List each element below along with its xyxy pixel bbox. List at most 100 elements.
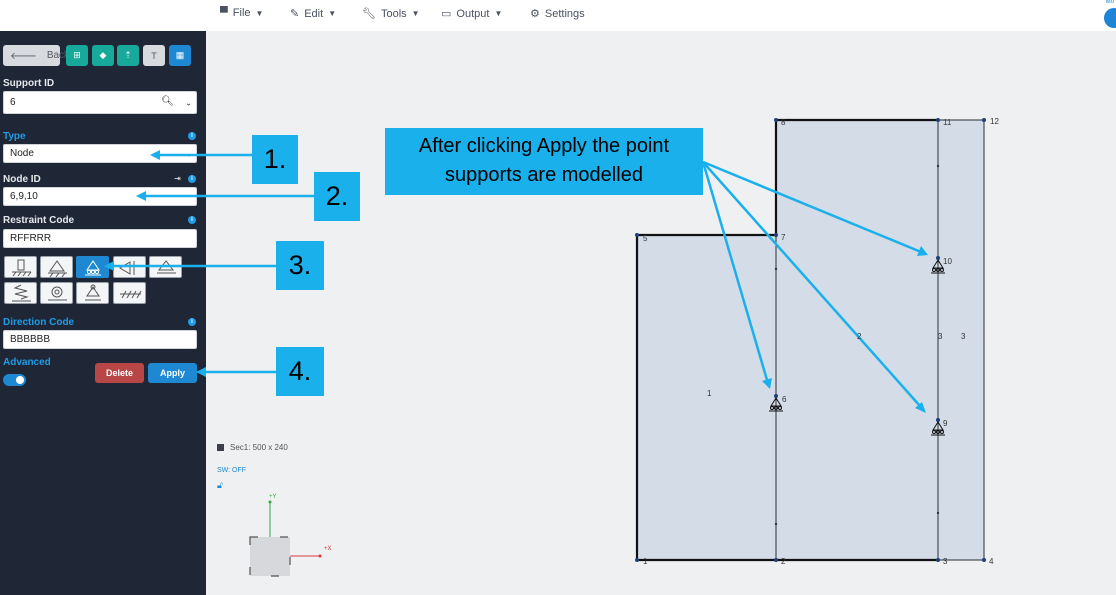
node-point[interactable] (635, 233, 639, 237)
roller-support-node-6[interactable] (769, 397, 783, 412)
menu-tools-label: Tools (380, 7, 407, 20)
info-icon[interactable]: i (188, 175, 196, 183)
node-point[interactable] (982, 558, 986, 562)
mesh-dot (774, 522, 778, 526)
plate-left[interactable] (637, 235, 776, 560)
restraint-code-input[interactable]: RFFRRR (3, 229, 197, 248)
node-label: 7 (781, 233, 786, 242)
arrow-left-icon: 🡐 (10, 50, 37, 62)
node-label: 2 (781, 557, 786, 566)
type-select[interactable]: Node ⌄ (3, 144, 197, 163)
section-label: Sec1: 500 x 240 (230, 443, 288, 452)
text-tool-button[interactable]: T (143, 45, 165, 66)
plate-label: 2 (857, 332, 862, 341)
grid-tool-button[interactable]: ⊞ (66, 45, 88, 66)
callout-3: 3. (276, 241, 324, 290)
roller-support-node-9[interactable] (931, 421, 945, 436)
y-axis-dot (268, 500, 272, 504)
menu-tools[interactable]: 🔧︎ Tools ▼ (362, 7, 420, 21)
spring-icon (12, 284, 31, 302)
menu-file[interactable]: ▀ File ▼ (220, 7, 263, 19)
corner-label: Mo (1105, 0, 1114, 5)
chevron-down-icon: ▼ (494, 9, 503, 18)
mesh-dot (774, 267, 778, 271)
monitor-icon: ▭ (441, 8, 452, 20)
search-icon: 🔍︎ (161, 96, 174, 107)
spring-support-button[interactable] (4, 282, 37, 304)
back-button[interactable]: 🡐 Back (3, 45, 69, 66)
chevron-down-icon: ▼ (411, 9, 420, 18)
callout-4: 4. (276, 347, 324, 396)
node-label: 8 (781, 118, 786, 127)
ground-support-button[interactable] (113, 282, 146, 304)
node-point[interactable] (774, 558, 778, 562)
menu-settings-label: Settings (544, 7, 585, 20)
node-point[interactable] (936, 558, 940, 562)
pinned-support-icon (48, 260, 67, 278)
node-label: 1 (643, 557, 648, 566)
tag-icon: ◆ (99, 50, 107, 60)
callout-2: 2. (314, 172, 360, 221)
advanced-label: Advanced (3, 357, 51, 368)
menu-file-label: File (232, 7, 251, 19)
restraint-code-label: Restraint Code (3, 215, 75, 226)
wrench-icon: 🔧︎ (362, 8, 376, 20)
menu-edit[interactable]: ✎ Edit ▼ (290, 7, 337, 21)
axis-widget (249, 500, 322, 577)
x-axis-dot (318, 554, 322, 558)
node-label: 11 (943, 118, 952, 127)
direction-code-input[interactable]: BBBBBB (3, 330, 197, 349)
pencil-icon: ✎ (290, 8, 300, 20)
info-icon[interactable]: i (188, 132, 196, 140)
member-label: 3 (938, 332, 943, 341)
chevron-down-icon: ▼ (328, 9, 337, 18)
menu-output-label: Output (456, 7, 490, 20)
fixed-support-button[interactable] (4, 256, 37, 278)
table-tool-button[interactable]: ▦ (169, 45, 191, 66)
grid-icon: ⊞ (73, 50, 81, 60)
support-id-select[interactable]: 6 🔍︎ ⌄ (3, 91, 197, 114)
direction-code-value: BBBBBB (10, 334, 51, 345)
fixed-support-icon (12, 259, 32, 277)
node-point[interactable] (774, 233, 778, 237)
plate-right[interactable] (776, 120, 984, 560)
roller-support-button[interactable] (76, 256, 109, 278)
mesh-dot (936, 511, 940, 515)
menu-settings[interactable]: ⚙ Settings (530, 7, 585, 21)
node-point[interactable] (774, 394, 778, 398)
pinned-support-button[interactable] (40, 256, 73, 278)
rotational-spring-support-button[interactable] (40, 282, 73, 304)
direction-code-label: Direction Code (3, 317, 75, 328)
advanced-toggle[interactable] (3, 374, 26, 386)
support-id-label: Support ID (3, 78, 55, 89)
node-point[interactable] (774, 118, 778, 122)
menu-output[interactable]: ▭ Output ▼ (441, 7, 503, 21)
file-icon: ▀ (220, 7, 228, 19)
type-label: Type (3, 131, 26, 142)
node-point[interactable] (936, 118, 940, 122)
tag-tool-button[interactable]: ◆ (92, 45, 114, 66)
unlock-icon[interactable]: 🔓︎ (217, 480, 223, 490)
node-point[interactable] (982, 118, 986, 122)
node-point[interactable] (936, 256, 940, 260)
info-icon[interactable]: i (188, 216, 196, 224)
self-weight-status[interactable]: SW: OFF (217, 467, 247, 474)
roller-pin-support-button[interactable] (76, 282, 109, 304)
sign-in-icon[interactable]: ⇥ (174, 174, 181, 183)
support-tool-button[interactable]: ⇡ (117, 45, 139, 66)
roller-support-node-10[interactable] (931, 259, 945, 274)
delete-button[interactable]: Delete (95, 363, 144, 383)
info-icon[interactable]: i (188, 318, 196, 326)
apply-button[interactable]: Apply (148, 363, 197, 383)
ground-hatch-icon (120, 290, 142, 299)
corner-avatar-button[interactable] (1104, 8, 1116, 28)
text-icon: T (151, 50, 157, 61)
chevron-down-icon: ▼ (255, 8, 264, 18)
node-id-label: Node ID (3, 174, 41, 185)
node-point[interactable] (635, 558, 639, 562)
roller-pin-icon (85, 284, 101, 301)
back-label: Back (46, 50, 70, 61)
annotation-line-2: supports are modelled (445, 164, 643, 186)
node-point[interactable] (936, 418, 940, 422)
